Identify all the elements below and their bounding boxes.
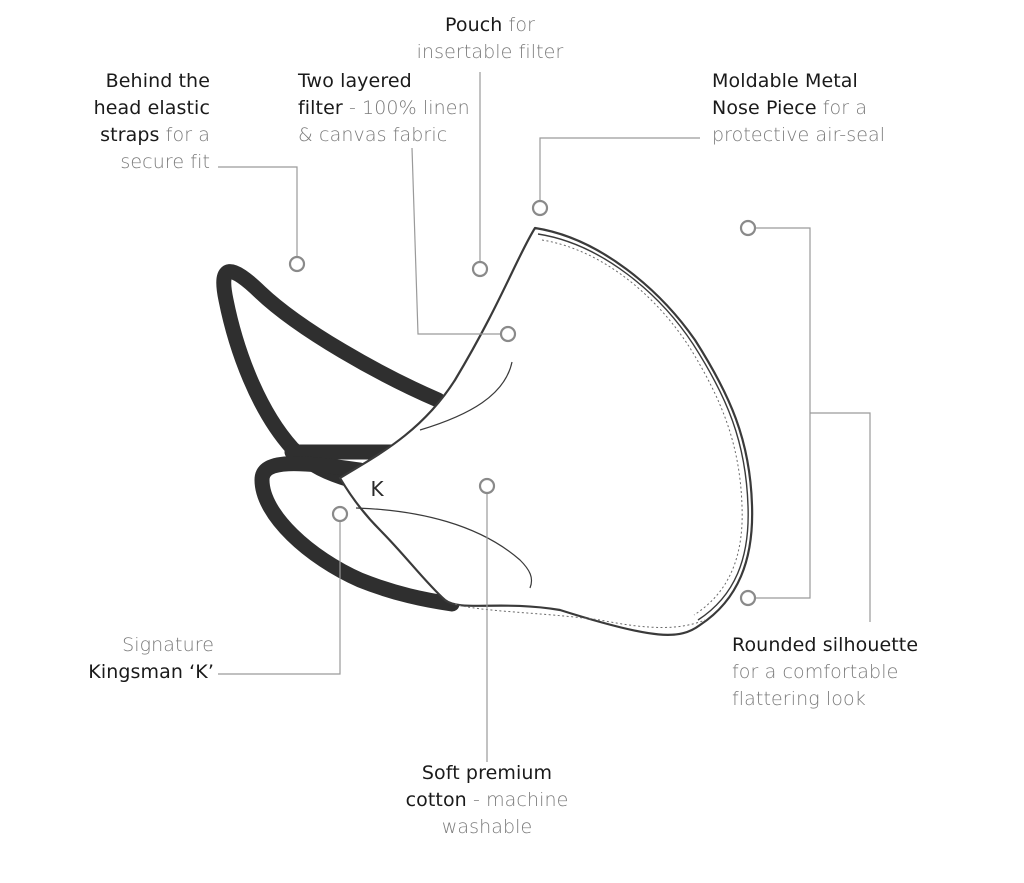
leader-straps	[218, 166, 298, 256]
leader-filter	[411, 147, 500, 335]
kingsman-k-logo: K	[370, 477, 384, 501]
nose-piece-stitch	[541, 239, 743, 616]
leader-nose	[539, 137, 700, 200]
leader-lines	[218, 72, 871, 762]
dot-cotton	[478, 477, 496, 495]
dot-straps	[288, 255, 306, 273]
fold-line-upper	[419, 361, 513, 431]
callout-signature: Signature Kingsman ‘K’	[88, 634, 214, 683]
dot-silhouette-bottom	[739, 589, 757, 607]
leader-silhouette	[756, 227, 811, 599]
dot-nose	[531, 199, 549, 217]
callout-cotton: Soft premium cotton - machine washable	[405, 762, 569, 838]
mask-body	[338, 226, 754, 636]
callout-dots	[288, 199, 757, 607]
bottom-stitch	[454, 603, 706, 628]
leader-silhouette-arm	[810, 412, 871, 622]
leader-signature	[218, 522, 341, 675]
lower-strap	[254, 456, 460, 612]
callout-silhouette: Rounded silhouette for a comfortable fla…	[732, 634, 919, 710]
dot-silhouette-top	[739, 219, 757, 237]
mask-outline	[338, 226, 754, 636]
callout-nose-piece: Moldable Metal Nose Piece for a protecti…	[712, 70, 886, 146]
dot-filter	[499, 325, 517, 343]
mask-inner-rim	[537, 233, 749, 621]
fold-line-lower	[355, 507, 533, 589]
dot-signature	[331, 505, 349, 523]
callout-filter: Two layered filter - 100% linen & canvas…	[298, 70, 470, 146]
callout-straps: Behind the head elastic straps for a sec…	[93, 70, 210, 173]
callout-pouch: Pouch for insertable filter	[416, 14, 564, 63]
dot-pouch	[471, 260, 489, 278]
pouch-title: Pouch	[444, 14, 503, 36]
